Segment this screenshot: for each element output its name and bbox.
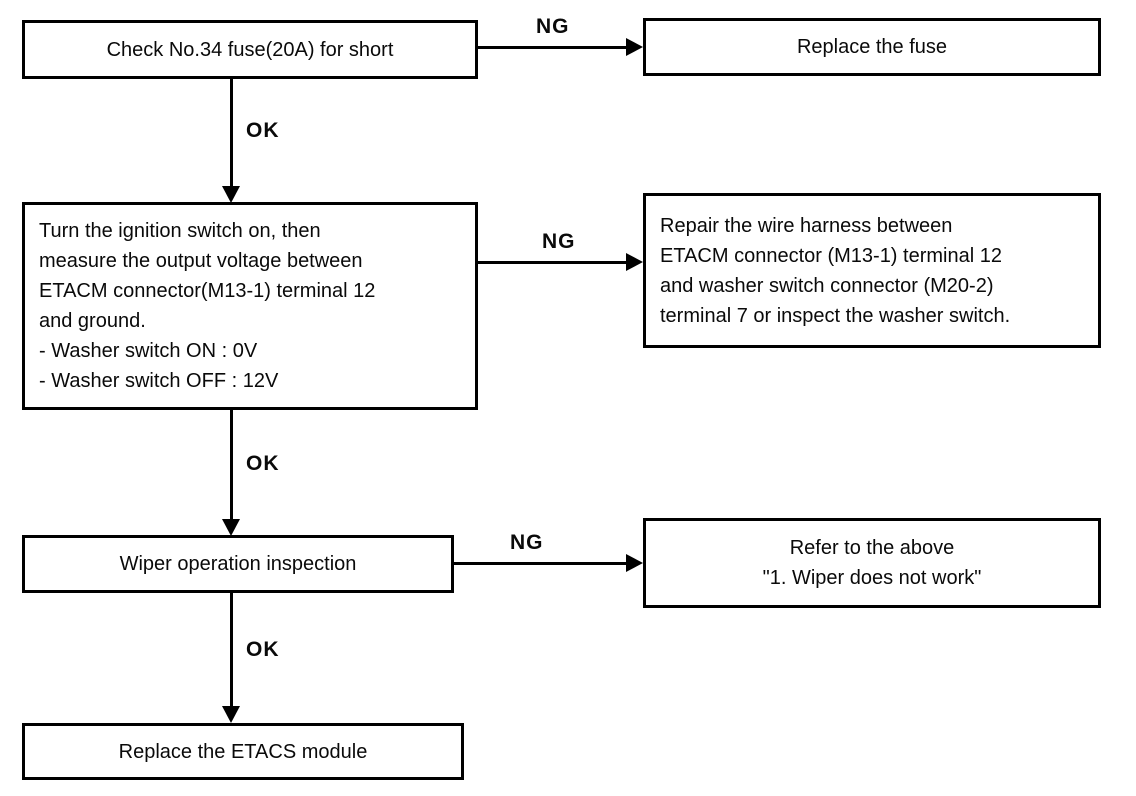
- flow-node-replace-etacs: Replace the ETACS module: [22, 723, 464, 780]
- arrowhead-down-icon: [222, 706, 240, 723]
- arrowhead-right-icon: [626, 38, 643, 56]
- arrowhead-right-icon: [626, 554, 643, 572]
- flow-node-replace-fuse: Replace the fuse: [643, 18, 1101, 76]
- connector-ng-2-line: [478, 261, 628, 264]
- arrowhead-right-icon: [626, 253, 643, 271]
- connector-ng-1-line: [478, 46, 628, 49]
- connector-ok-1-label: OK: [246, 119, 280, 142]
- flow-node-measure-voltage: Turn the ignition switch on, then measur…: [22, 202, 478, 410]
- connector-ng-3-line: [454, 562, 628, 565]
- arrowhead-down-icon: [222, 519, 240, 536]
- connector-ok-3-label: OK: [246, 638, 280, 661]
- flow-node-refer-above: Refer to the above "1. Wiper does not wo…: [643, 518, 1101, 608]
- connector-ok-1-line: [230, 79, 233, 189]
- connector-ok-3-line: [230, 593, 233, 707]
- connector-ok-2-label: OK: [246, 452, 280, 475]
- connector-ng-3-label: NG: [510, 531, 544, 554]
- connector-ng-1-label: NG: [536, 15, 570, 38]
- flow-node-check-fuse: Check No.34 fuse(20A) for short: [22, 20, 478, 79]
- flow-node-repair-harness: Repair the wire harness between ETACM co…: [643, 193, 1101, 348]
- arrowhead-down-icon: [222, 186, 240, 203]
- connector-ng-2-label: NG: [542, 230, 576, 253]
- flow-node-wiper-inspection: Wiper operation inspection: [22, 535, 454, 593]
- connector-ok-2-line: [230, 410, 233, 520]
